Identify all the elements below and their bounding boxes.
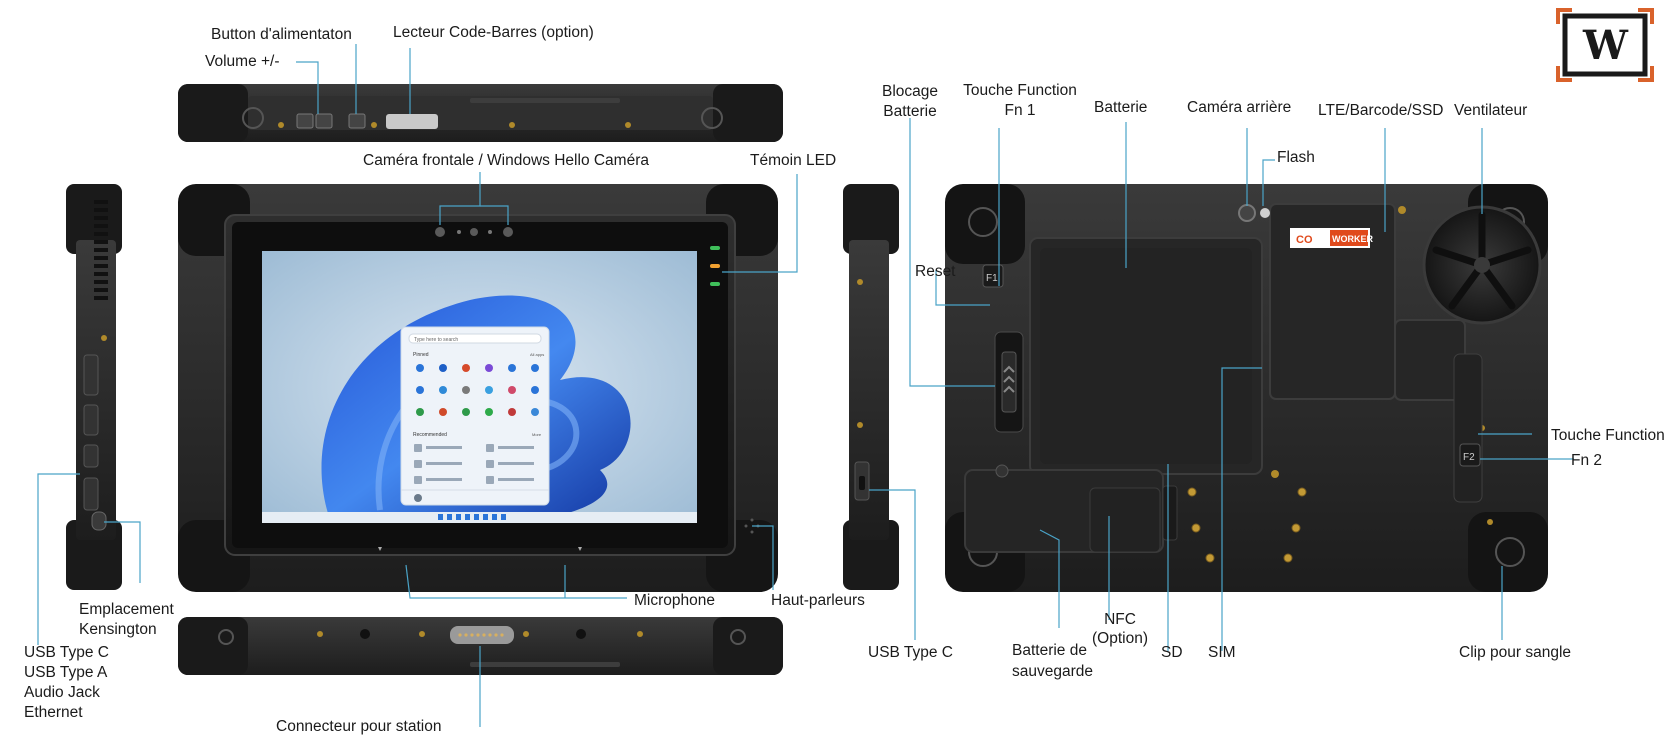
label-sim: SIM <box>1208 644 1236 661</box>
label-fn1-line2: Fn 1 <box>1004 102 1036 119</box>
label-port-usb-c: USB Type C <box>24 644 110 661</box>
label-battery-lock-line2: Batterie <box>883 103 937 120</box>
label-usb-c-side: USB Type C <box>868 644 954 661</box>
brand-sticker-co: CO <box>1296 234 1313 246</box>
label-fan: Ventilateur <box>1454 102 1528 119</box>
fan-icon <box>1432 211 1532 310</box>
label-fn1-line1: Touche Function <box>963 82 1077 99</box>
label-nfc-line2: (Option) <box>1092 630 1148 647</box>
label-dock-connector: Connecteur pour station <box>276 718 442 735</box>
label-lte-barcode-ssd: LTE/Barcode/SSD <box>1318 102 1444 119</box>
label-fn2-line2: Fn 2 <box>1571 452 1603 469</box>
label-sd: SD <box>1161 644 1183 661</box>
back-screws <box>1187 487 1307 563</box>
label-volume: Volume +/- <box>205 53 280 70</box>
label-barcode-reader: Lecteur Code-Barres (option) <box>393 24 594 41</box>
right-side-view <box>843 184 899 590</box>
label-port-usb-a: USB Type A <box>24 664 108 681</box>
label-kensington-line2: Kensington <box>79 621 157 638</box>
label-port-ethernet: Ethernet <box>24 704 83 721</box>
brand-logo: W <box>1556 8 1654 82</box>
start-recommended-heading: Recommended <box>413 432 447 438</box>
leader-lines <box>37 44 1574 727</box>
logo-letter: W <box>1583 22 1628 69</box>
label-port-audio-jack: Audio Jack <box>24 684 100 701</box>
label-backup-battery-line1: Batterie de <box>1012 642 1087 659</box>
label-fn2-line1: Touche Function <box>1551 427 1665 444</box>
led-indicators <box>710 246 720 286</box>
start-pinned-heading: Pinned <box>413 352 429 358</box>
logo-frame <box>1556 8 1654 82</box>
start-menu-app-grid <box>416 364 539 416</box>
key-f1: F1 <box>986 273 998 284</box>
label-reset: Reset <box>915 263 956 280</box>
label-backup-battery-line2: sauvegarde <box>1012 663 1094 680</box>
label-front-camera: Caméra frontale / Windows Hello Caméra <box>363 152 649 169</box>
label-battery: Batterie <box>1094 99 1148 116</box>
left-side-view <box>66 184 122 590</box>
back-view: CO WORKER F1 F2 <box>945 184 1548 592</box>
label-speakers: Haut-parleurs <box>771 592 865 609</box>
label-led: Témoin LED <box>750 152 837 169</box>
start-recommended-items <box>414 444 534 484</box>
label-power-button: Button d'alimentaton <box>211 26 352 43</box>
label-kensington-line1: Emplacement <box>79 601 174 618</box>
top-edge-view <box>178 84 783 142</box>
label-battery-lock-line1: Blocage <box>881 83 938 100</box>
start-more: More <box>532 432 542 437</box>
brand-sticker-worker: WORKER <box>1332 234 1373 244</box>
label-nfc-line1: NFC <box>1104 611 1136 628</box>
label-rear-camera: Caméra arrière <box>1187 99 1292 116</box>
start-all-apps: All apps <box>530 352 544 357</box>
label-microphone: Microphone <box>634 592 715 609</box>
label-flash: Flash <box>1277 149 1315 166</box>
front-view: Type here to search Pinned All apps Reco… <box>178 184 778 592</box>
label-strap-clip: Clip pour sangle <box>1459 644 1572 661</box>
key-f2: F2 <box>1463 452 1475 463</box>
start-search-placeholder: Type here to search <box>414 337 458 343</box>
